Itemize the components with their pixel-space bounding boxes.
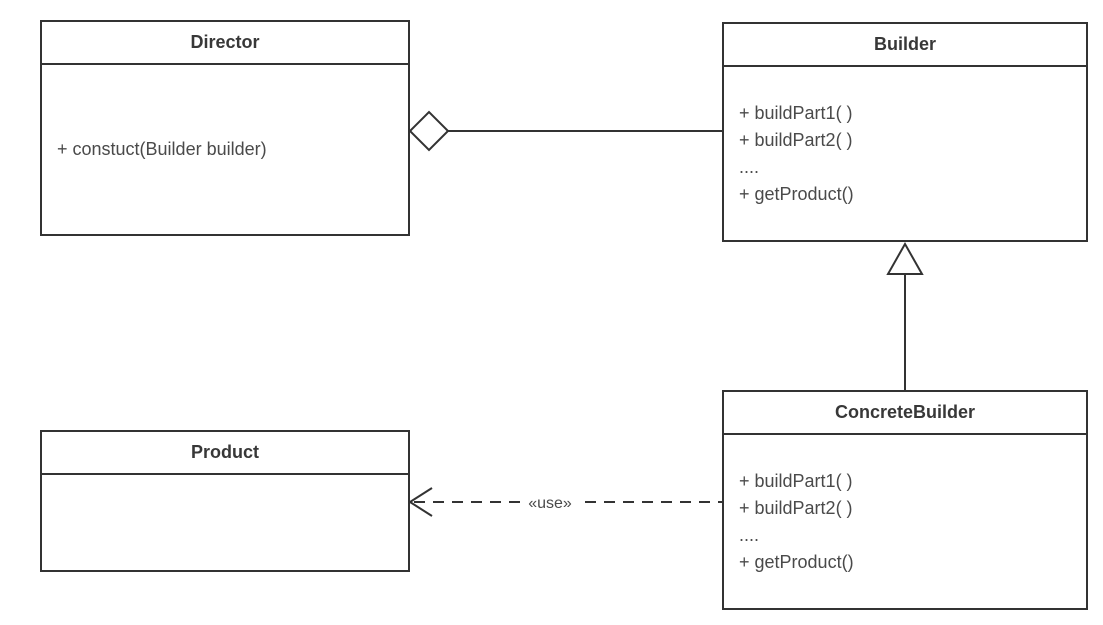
class-body-concrete-builder: + buildPart1( ) + buildPart2( ) .... + g… [724, 435, 1086, 608]
class-title-product: Product [42, 432, 408, 475]
aggregation-connector [408, 110, 722, 152]
class-body-product [42, 475, 408, 570]
method-label: .... [739, 524, 760, 545]
method-label: .... [739, 156, 760, 177]
class-box-builder[interactable]: Builder + buildPart1( ) + buildPart2( ) … [722, 22, 1088, 242]
class-box-director[interactable]: Director + constuct(Builder builder) [40, 20, 410, 236]
generalization-connector [886, 241, 924, 390]
method-label: + buildPart2( ) [739, 497, 853, 518]
class-title-builder: Builder [724, 24, 1086, 67]
method-label: + getProduct() [739, 551, 854, 572]
method-label: + constuct(Builder builder) [57, 139, 267, 159]
dependency-connector: «use» [408, 487, 722, 517]
method-label: + buildPart1( ) [739, 102, 853, 123]
class-box-concrete-builder[interactable]: ConcreteBuilder + buildPart1( ) + buildP… [722, 390, 1088, 610]
generalization-triangle-icon [886, 241, 924, 275]
method-label: + buildPart1( ) [739, 470, 853, 491]
dependency-open-arrow-icon [408, 487, 433, 517]
class-body-builder: + buildPart1( ) + buildPart2( ) .... + g… [724, 67, 1086, 240]
dependency-label: «use» [528, 495, 572, 512]
aggregation-diamond-icon [408, 110, 450, 152]
method-label: + getProduct() [739, 183, 854, 204]
class-title-director: Director [42, 22, 408, 65]
class-title-concrete-builder: ConcreteBuilder [724, 392, 1086, 435]
class-body-director: + constuct(Builder builder) [42, 65, 408, 234]
class-box-product[interactable]: Product [40, 430, 410, 572]
method-label: + buildPart2( ) [739, 129, 853, 150]
